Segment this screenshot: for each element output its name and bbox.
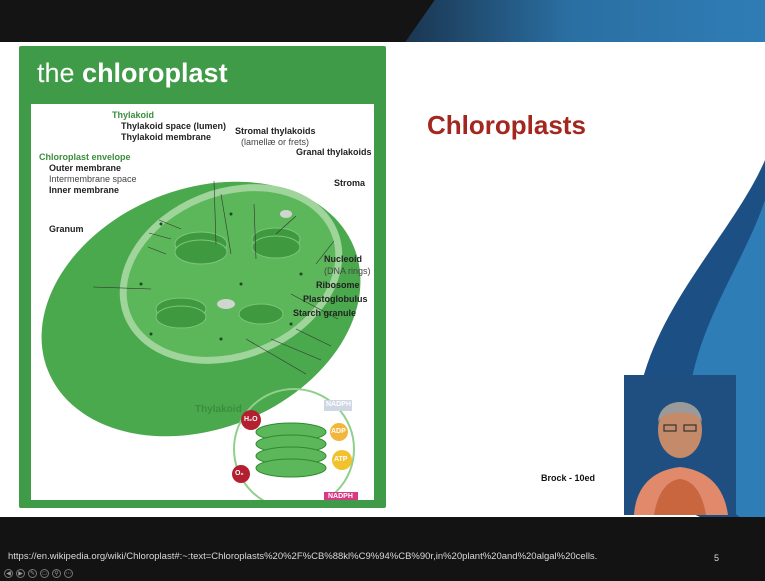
pen-icon[interactable]: ✎ (28, 569, 37, 578)
label-h2o: H₂O (244, 416, 258, 423)
label-ribosome: Ribosome (316, 280, 360, 290)
label-inner-membrane: Inner membrane (49, 185, 119, 195)
panel-title-bold: chloroplast (82, 58, 228, 88)
chloroplast-diagram: Thylakoid Thylakoid space (lumen) Thylak… (31, 104, 374, 500)
label-granum: Granum (49, 224, 84, 234)
label-stroma: Stroma (334, 178, 365, 188)
label-lamellae: (lamellæ or frets) (241, 137, 309, 147)
label-chloroplast-envelope: Chloroplast envelope (39, 152, 131, 162)
label-nadph-top: NADPH (326, 401, 351, 408)
slideshow-controls: ◀ ▶ ✎ □ ⚲ ⋯ (4, 569, 73, 578)
label-thylakoid-membrane: Thylakoid membrane (121, 132, 211, 142)
label-stromal-thylakoids: Stromal thylakoids (235, 126, 316, 136)
next-icon[interactable]: ▶ (16, 569, 25, 578)
label-intermembrane-space: Intermembrane space (49, 174, 137, 184)
panel-title-regular: the (37, 58, 82, 88)
prev-icon[interactable]: ◀ (4, 569, 13, 578)
label-adp: ADP (331, 428, 346, 435)
label-o2: O₂ (235, 470, 244, 477)
bottom-bar (0, 517, 765, 581)
label-starch-granule: Starch granule (293, 308, 356, 318)
chloroplast-figure-panel: the chloroplast (19, 46, 386, 508)
zoom-icon[interactable]: ⚲ (52, 569, 61, 578)
label-dna-rings: (DNA rings) (324, 266, 371, 276)
copy-icon[interactable]: □ (40, 569, 49, 578)
page-number: 5 (714, 553, 719, 563)
label-thylakoid-lower: Thylakoid (195, 404, 242, 415)
slide-heading: Chloroplasts (427, 110, 586, 141)
label-plastoglobulus: Plastoglobulus (303, 294, 368, 304)
label-thylakoid: Thylakoid (112, 110, 154, 120)
citation: Brock - 10ed (541, 473, 595, 483)
label-nadph-bottom: NADPH (328, 493, 353, 500)
label-nucleoid: Nucleoid (324, 254, 362, 264)
label-granal-thylakoids: Granal thylakoids (296, 147, 372, 157)
label-atp: ATP (334, 456, 347, 463)
label-outer-membrane: Outer membrane (49, 163, 121, 173)
source-url: https://en.wikipedia.org/wiki/Chloroplas… (8, 551, 597, 562)
menu-icon[interactable]: ⋯ (64, 569, 73, 578)
presenter-video (624, 375, 736, 515)
panel-title: the chloroplast (37, 58, 228, 89)
label-thylakoid-space: Thylakoid space (lumen) (121, 121, 226, 131)
